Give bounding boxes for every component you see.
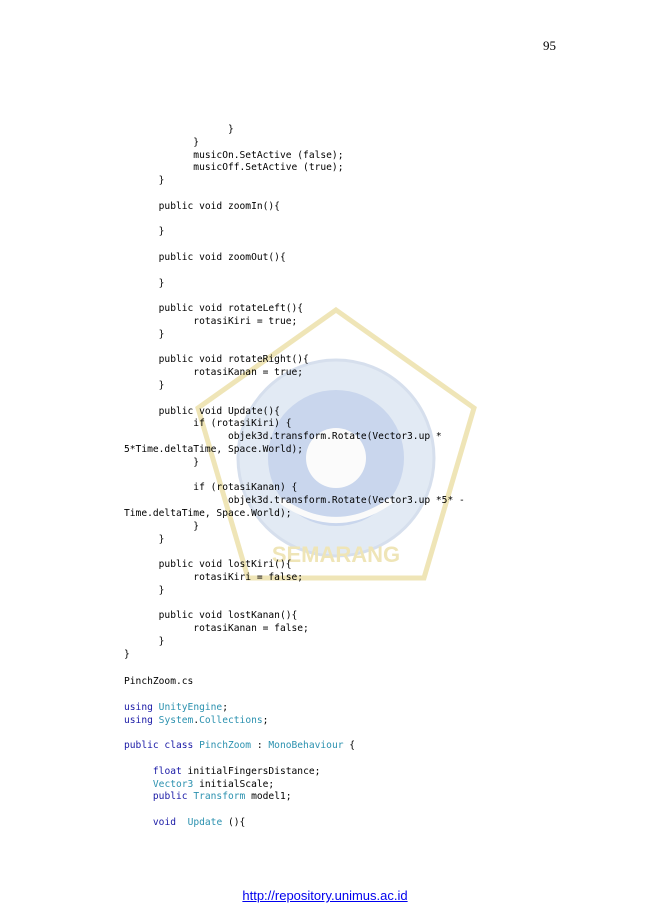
code-line — [124, 546, 564, 559]
code-line: } — [124, 584, 165, 596]
code-line: public void lostKiri(){ — [124, 559, 292, 571]
code-line: public void lostKanan(){ — [124, 610, 298, 622]
code-line: } — [124, 328, 165, 340]
code-line: if (rotasiKanan) { — [124, 482, 298, 494]
code-line — [124, 470, 564, 483]
code-line: musicOff.SetActive (true); — [124, 162, 344, 174]
code-line: public void Update(){ — [124, 405, 280, 417]
code-line: } — [124, 533, 165, 545]
code-line: } — [124, 277, 165, 289]
code-line — [124, 265, 564, 278]
code-line: objek3d.transform.Rotate(Vector3.up * — [124, 431, 442, 443]
code-line: musicOn.SetActive (false); — [124, 149, 344, 161]
code-line — [124, 239, 564, 252]
code-line: rotasiKiri = true; — [124, 315, 298, 327]
code-line: } — [124, 124, 234, 135]
repository-link[interactable]: http://repository.unimus.ac.id — [242, 888, 408, 903]
code-line-using-unityengine: using UnityEngine; — [124, 701, 228, 713]
code-line: } — [124, 136, 200, 148]
code-line: public void zoomIn(){ — [124, 200, 280, 212]
page-number: 95 — [543, 38, 556, 53]
code-line: rotasiKiri = false; — [124, 571, 304, 583]
code-line: rotasiKanan = false; — [124, 623, 309, 635]
code-line — [124, 342, 564, 355]
code-block-main: } } musicOn.SetActive (false); musicOff.… — [124, 124, 564, 674]
code-line: public void rotateRight(){ — [124, 354, 309, 366]
code-line: } — [124, 648, 130, 660]
code-line: 5*Time.deltaTime, Space.World); — [124, 443, 304, 455]
code-line-class-declaration: public class PinchZoom : MonoBehaviour { — [124, 740, 356, 752]
code-line: } — [124, 635, 165, 647]
code-line-field-model: public Transform model1; — [152, 791, 292, 803]
code-line: } — [124, 175, 165, 187]
code-line — [124, 393, 564, 406]
code-line: } — [124, 520, 200, 532]
code-line: } — [124, 226, 165, 238]
code-line: } — [124, 379, 165, 391]
code-line — [124, 188, 564, 201]
code-line: if (rotasiKiri) { — [124, 418, 292, 430]
code-line-field-initial-scale: Vector3 initialScale; — [152, 778, 275, 790]
code-line: rotasiKanan = true; — [124, 367, 304, 379]
code-line: objek3d.transform.Rotate(Vector3.up *5* … — [124, 495, 465, 507]
code-line — [124, 214, 564, 227]
code-line-field-fingers-distance: float initialFingersDistance; — [152, 765, 321, 777]
code-line — [124, 597, 564, 610]
code-line: public void rotateLeft(){ — [124, 303, 304, 315]
code-line — [124, 290, 564, 303]
code-line: public void zoomOut(){ — [124, 251, 286, 263]
code-line-update-method: void Update (){ — [152, 817, 246, 829]
code-line: Time.deltaTime, Space.World); — [124, 507, 292, 519]
code-listing: } } musicOn.SetActive (false); musicOff.… — [124, 124, 564, 830]
code-filename: PinchZoom.cs — [124, 676, 194, 688]
code-line-using-collections: using System.Collections; — [124, 714, 269, 726]
code-line: } — [124, 456, 200, 468]
